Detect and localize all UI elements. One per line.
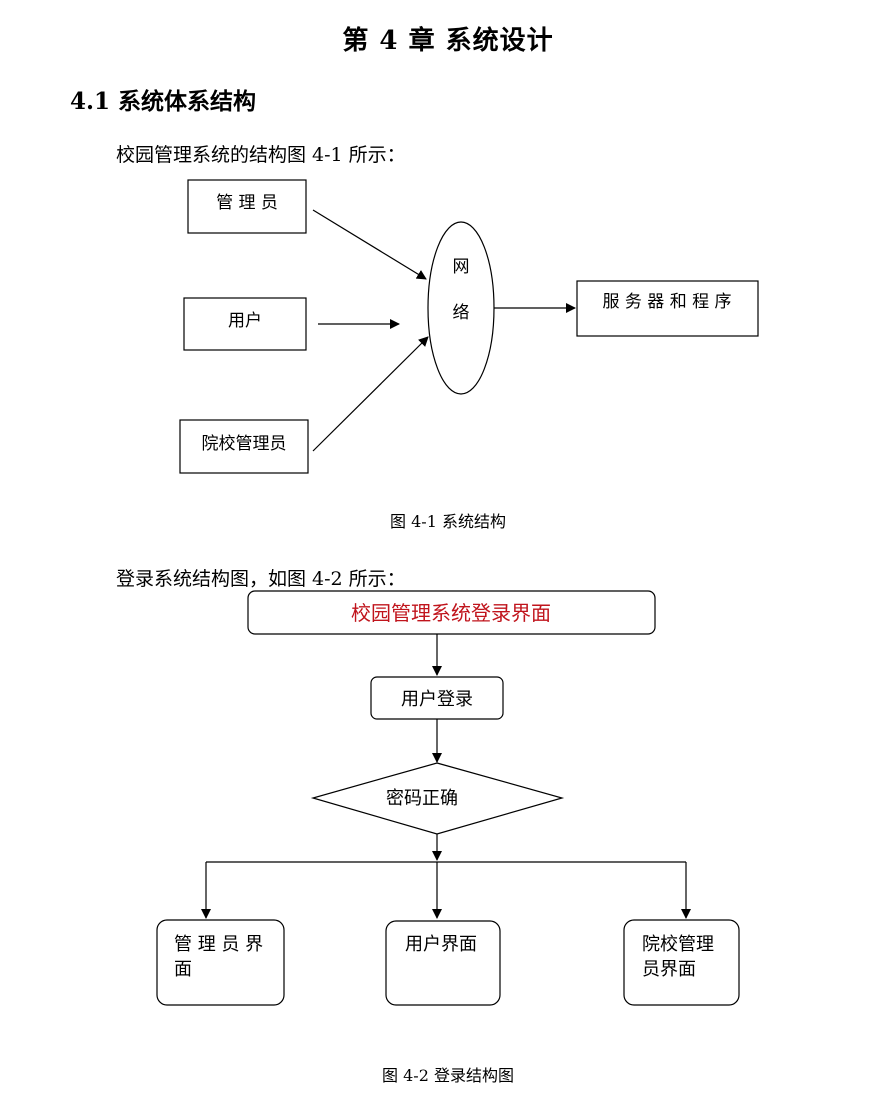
- admin-ui-box: [156, 919, 285, 1006]
- user-box: [183, 297, 307, 351]
- user-label: 用户: [228, 311, 262, 331]
- server-box: [576, 280, 759, 337]
- network-label-line2: 络: [453, 303, 470, 323]
- admin-label: 管 理 员: [216, 193, 278, 213]
- figure2-caption: 图 4-2 登录结构图: [382, 1066, 514, 1085]
- college-ui-label-line1: 院校管理: [642, 934, 714, 955]
- college-admin-label: 院校管理员: [202, 434, 287, 454]
- college-admin-box: [179, 419, 309, 474]
- figure1-intro-paragraph: 校园管理系统的结构图 4-1 所示：: [116, 144, 406, 166]
- admin-ui-label-line1: 管 理 员 界: [174, 934, 263, 955]
- user-login-label: 用户登录: [401, 689, 473, 710]
- login-page-box: [247, 590, 656, 635]
- college-ui-box: [623, 919, 740, 1006]
- login-page-label: 校园管理系统登录界面: [351, 601, 551, 625]
- password-check-label: 密码正确: [386, 788, 458, 809]
- college-ui-label-line2: 员界面: [642, 959, 696, 980]
- arrow-admin-to-network: [312, 209, 427, 280]
- arrow-college-admin-to-network: [312, 336, 429, 452]
- chapter-title: 第 4 章 系统设计: [342, 26, 554, 56]
- admin-box: [187, 179, 307, 234]
- user-ui-box: [385, 920, 501, 1006]
- server-label: 服 务 器 和 程 序: [602, 292, 731, 312]
- figure1-diagram: 管 理 员 用户 院校管理员 网 络 服 务 器 和 程 序: [179, 179, 759, 474]
- figure1-caption: 图 4-1 系统结构: [390, 512, 506, 531]
- user-ui-label: 用户界面: [405, 934, 477, 955]
- section-title: 4.1 系统体系结构: [70, 88, 257, 115]
- admin-ui-label-line2: 面: [174, 959, 192, 980]
- figure2-intro-paragraph: 登录系统结构图，如图 4-2 所示：: [116, 568, 406, 590]
- network-label-line1: 网: [453, 257, 470, 277]
- figure2-diagram: 校园管理系统登录界面 用户登录 密码正确 管 理 员 界 面 用户界面 院校管理…: [156, 590, 740, 1006]
